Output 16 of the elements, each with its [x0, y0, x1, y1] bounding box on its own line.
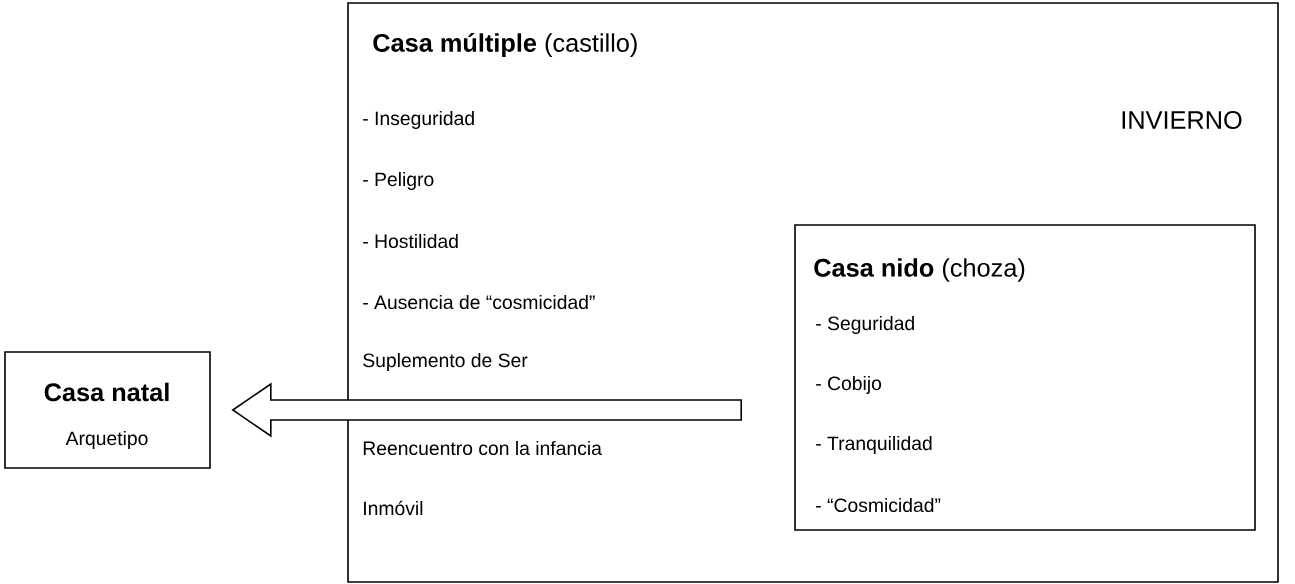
list-item: - “Cosmicidad”	[816, 497, 941, 513]
body-text: Arquetipo	[65, 431, 148, 449]
list-item: - Hostilidad	[363, 233, 458, 249]
heading: Casa múltiple (castillo)	[373, 33, 637, 57]
list-item: - Peligro	[363, 172, 434, 190]
body-text: Reencuentro con la infancia	[363, 440, 602, 456]
heading: Casa natal	[44, 382, 169, 402]
season-label: INVIERNO	[1122, 111, 1242, 129]
heading: Casa nido (choza)	[814, 258, 1025, 282]
body-text: Inmóvil	[364, 500, 423, 516]
list-item: - Seguridad	[816, 316, 914, 334]
list-item: - Cobijo	[816, 376, 882, 394]
body-text: Suplemento de Ser	[363, 353, 528, 371]
list-item: - Inseguridad	[363, 111, 474, 129]
list-item: - Ausencia de “cosmicidad”	[363, 294, 595, 310]
list-item: - Tranquilidad	[816, 436, 932, 454]
